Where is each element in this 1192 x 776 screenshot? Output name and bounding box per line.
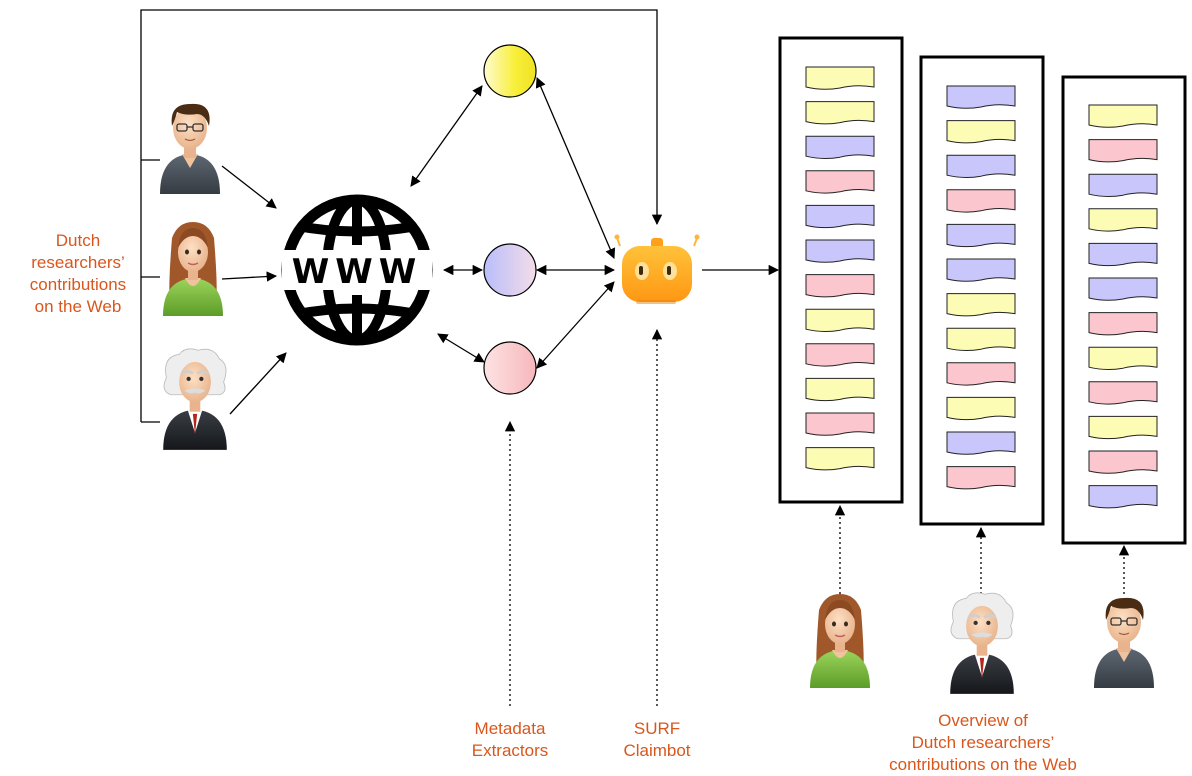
red-contribution-card <box>1088 312 1158 336</box>
yellow-contribution-card <box>946 396 1016 421</box>
red-contribution-card <box>946 466 1016 490</box>
contributors-label-line: contributions <box>29 275 127 294</box>
red-contribution-card <box>1088 381 1158 405</box>
researcher-woman-avatar <box>162 221 224 317</box>
robot-icon <box>614 234 700 304</box>
blue-contribution-card <box>1088 277 1158 301</box>
blue-contribution-card <box>946 85 1016 109</box>
yellow-contribution-card <box>1088 104 1158 128</box>
owner-man-avatar <box>1093 597 1155 689</box>
blue-contribution-card <box>1088 242 1158 267</box>
blue-contribution-card <box>805 204 875 229</box>
red-contribution-card <box>805 412 875 436</box>
overview-label-line: Dutch researchers’ <box>911 733 1055 752</box>
blue-contribution-card <box>805 135 875 159</box>
overview-label: Overview of Dutch researchers’ contribut… <box>858 710 1108 776</box>
contributors-label-line: on the Web <box>34 297 122 316</box>
claimbot-label-line: Claimbot <box>623 741 691 760</box>
claimbot-label: SURF Claimbot <box>597 718 717 762</box>
researcher-man-avatar <box>159 103 221 195</box>
contributors-label-line: Dutch <box>55 231 101 250</box>
overview-label-line: contributions on the Web <box>889 755 1077 774</box>
yellow-contribution-card <box>946 120 1016 144</box>
yellow-contribution-card <box>805 377 875 402</box>
arrow-yellow-bot <box>535 77 616 259</box>
blue-contribution-card <box>805 239 875 263</box>
yellow-contribution-card <box>805 308 875 332</box>
red-contribution-card <box>1088 450 1158 474</box>
overview-label-line: Overview of <box>938 711 1028 730</box>
contributors-label-line: researchers’ <box>31 253 125 272</box>
yellow-contribution-card <box>1088 208 1158 232</box>
connectors <box>140 9 1130 706</box>
arrow-web-red <box>437 333 485 363</box>
www-globe-icon: WWW <box>281 194 433 346</box>
red-contribution-card <box>946 362 1016 386</box>
arrow-researcher3-web <box>229 352 287 415</box>
red-extractor-node <box>483 341 537 395</box>
extractors-label: Metadata Extractors <box>450 718 570 762</box>
blue-contribution-card <box>946 431 1016 455</box>
owner-scientist-avatar <box>948 591 1016 696</box>
contributors-label: Dutch researchers’ contributions on the … <box>18 230 138 318</box>
extractors-label-line: Metadata <box>474 719 546 738</box>
blue-contribution-card <box>946 154 1016 178</box>
contribution-cards <box>805 66 1158 509</box>
yellow-contribution-card <box>1088 415 1158 440</box>
yellow-extractor-node <box>483 44 537 98</box>
red-contribution-card <box>1088 139 1158 163</box>
red-contribution-card <box>805 170 875 194</box>
red-contribution-card <box>805 343 875 367</box>
yellow-contribution-card <box>805 447 875 471</box>
researcher-bracket-line <box>140 9 663 422</box>
arrow-red-bot <box>536 281 615 369</box>
blue-contribution-card <box>1088 173 1158 197</box>
blue-contribution-card <box>1088 485 1158 509</box>
blue-contribution-card <box>946 223 1016 248</box>
arrow-web-yellow <box>410 85 483 187</box>
blue-contribution-card <box>946 258 1016 282</box>
red-contribution-card <box>805 274 875 298</box>
arrow-researcher1-web <box>221 165 277 209</box>
researcher-scientist-avatar <box>161 347 229 452</box>
yellow-contribution-card <box>1088 346 1158 370</box>
claimbot-label-line: SURF <box>633 719 681 738</box>
yellow-contribution-card <box>805 101 875 125</box>
red-contribution-card <box>946 189 1016 213</box>
extractors-label-line: Extractors <box>471 741 549 760</box>
yellow-contribution-card <box>946 293 1016 317</box>
svg-text:WWW: WWW <box>292 252 423 292</box>
blue-extractor-node <box>483 243 537 297</box>
yellow-contribution-card <box>805 66 875 90</box>
yellow-contribution-card <box>946 327 1016 351</box>
arrow-researcher2-web <box>221 271 278 282</box>
owner-woman-avatar <box>809 593 871 689</box>
